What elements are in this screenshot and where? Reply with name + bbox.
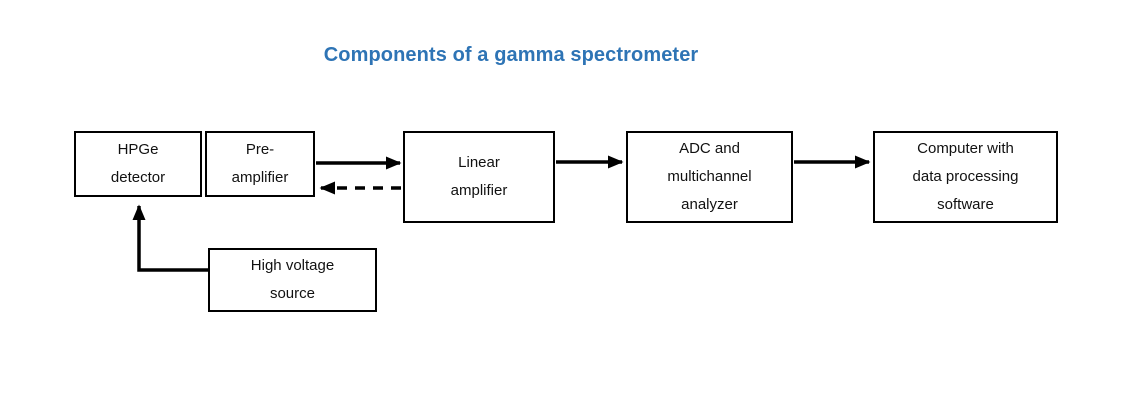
box-pre-amplifier: Pre- amplifier [205,131,315,197]
box-hpge-detector: HPGe detector [74,131,202,197]
box-computer-software: Computer with data processing software [873,131,1058,223]
box-high-voltage-source: High voltage source [208,248,377,312]
box-adc-multichannel-analyzer: ADC and multichannel analyzer [626,131,793,223]
arrow-hv-to-hpge [132,204,208,272]
box-linear-amplifier: Linear amplifier [403,131,555,223]
diagram-title: Components of a gamma spectrometer [323,44,699,66]
